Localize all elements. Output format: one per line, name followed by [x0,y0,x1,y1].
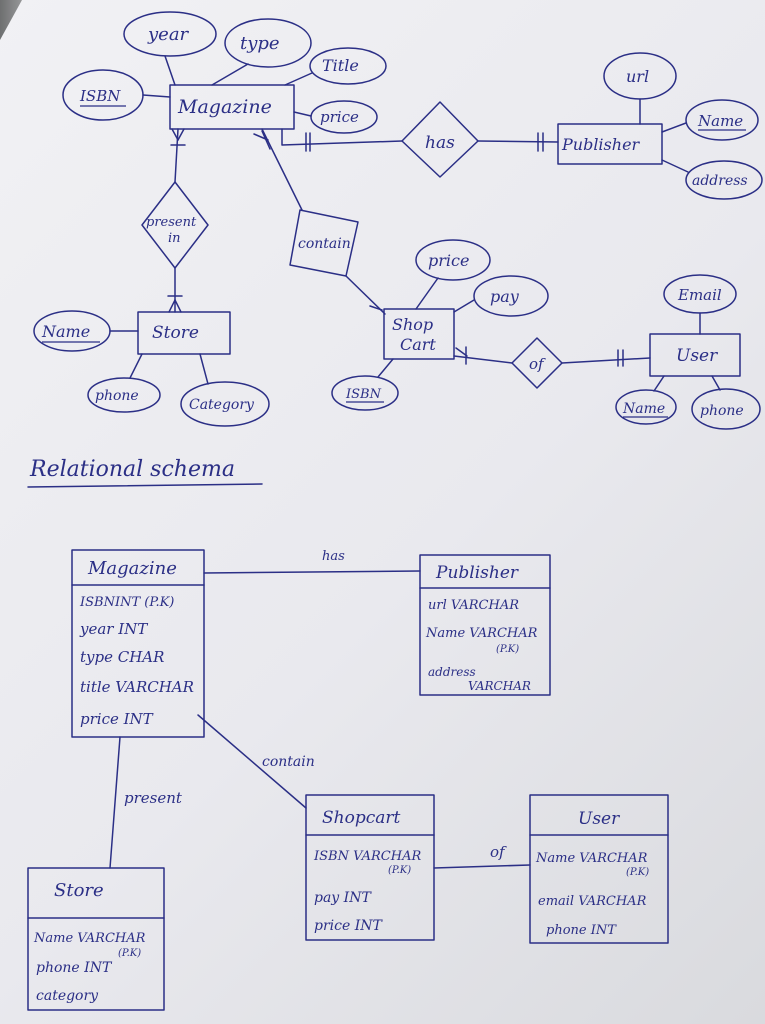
table-row: (P.K) [388,865,411,876]
entity-user-label: User [676,346,718,366]
table-row: phone INT [546,923,617,938]
attribute-pay: pay [453,275,549,317]
attribute-price-label: price [320,108,359,126]
schema-link-has-label: has [322,549,345,564]
entity-publisher: Publisher [557,123,663,165]
attribute-address-label: address [692,173,748,189]
schema-heading-text: Relational schema [29,457,235,482]
entity-shop-cart-label-1: Shop [392,315,433,334]
attribute-title: Title [284,47,387,86]
attribute-user-name-label: Name [622,401,665,417]
relationship-present-in-label-1: present [146,215,197,230]
attribute-year-label: year [147,24,190,45]
table-user-title: User [578,809,620,829]
table-magazine: Magazine ISBNINT (P.K) year INT type CHA… [71,549,205,738]
attribute-category: Category [180,353,270,427]
relationship-has-label: has [425,133,455,153]
entity-magazine: Magazine [169,84,295,130]
table-row: url VARCHAR [428,598,519,613]
attribute-cart-isbn: ISBN [331,358,399,411]
table-row: Name VARCHAR [535,851,648,866]
attribute-publisher-name-label: Name [697,112,743,130]
attribute-type-label: type [240,33,280,54]
table-row: Name VARCHAR [33,931,146,946]
table-row: VARCHAR [468,679,531,693]
schema-link-present-label: present [124,789,183,807]
attribute-cart-price-label: price [428,251,469,270]
table-magazine-title: Magazine [87,558,177,579]
attribute-cart-price: price [415,239,491,310]
table-publisher-title: Publisher [435,563,519,583]
attribute-isbn-label: ISBN [79,87,121,105]
attribute-title-label: Title [322,56,359,75]
attribute-pay-label: pay [490,287,520,306]
attribute-address: address [661,159,763,200]
table-row: (P.K) [496,644,519,655]
table-row: price INT [314,918,383,934]
table-row: address [428,665,476,679]
schema-link-contain: contain [197,714,315,809]
attribute-publisher-name: Name [661,99,759,141]
schema-link-of: of [433,843,531,869]
entity-magazine-label: Magazine [177,96,272,118]
relationship-of-label: of [529,355,546,373]
relationship-present-in: present in [141,128,209,313]
table-shopcart: Shopcart ISBN VARCHAR (P.K) pay INT pric… [305,794,435,941]
table-row: price INT [80,710,154,728]
table-row: ISBNINT (P.K) [79,595,174,610]
entity-shop-cart: Shop Cart [383,308,455,360]
entity-user: User [649,333,741,377]
relationship-of: of [453,337,651,389]
table-shopcart-title: Shopcart [322,808,400,828]
attribute-cart-isbn-label: ISBN [345,387,382,402]
attribute-phone-label: phone [95,388,139,404]
table-row: email VARCHAR [538,894,647,909]
table-row: type CHAR [80,648,164,666]
attribute-url-label: url [626,67,649,86]
table-row: year INT [79,620,148,638]
attribute-store-name: Name [33,310,139,352]
schema-heading: Relational schema [27,457,263,488]
relationship-contain: contain [253,128,386,315]
table-row: title VARCHAR [80,678,194,696]
schema-link-present: present [109,736,183,869]
schema-link-of-label: of [490,843,507,861]
entity-store-label: Store [152,323,199,343]
attribute-category-label: Category [189,397,255,413]
attribute-user-phone: phone [691,375,761,430]
entity-store: Store [137,311,231,355]
relationship-has: has [281,101,559,178]
table-user: User Name VARCHAR (P.K) email VARCHAR ph… [529,794,669,944]
attribute-email: Email [663,274,737,335]
table-row: phone INT [36,960,113,976]
schema-link-has: has [203,549,421,574]
table-store: Store Name VARCHAR (P.K) phone INT categ… [27,867,165,1011]
attribute-email-label: Email [677,286,722,304]
table-store-title: Store [54,880,104,901]
entity-shop-cart-label-2: Cart [400,335,436,354]
entity-publisher-label: Publisher [561,135,641,154]
attribute-year: year [123,11,217,86]
attribute-isbn: ISBN [62,69,171,121]
attribute-price: price [293,100,378,134]
attribute-user-name: Name [615,375,677,425]
attribute-store-name-label: Name [41,322,90,341]
schema-link-contain-label: contain [262,754,315,770]
relationship-contain-label: contain [298,236,351,252]
attribute-phone: phone [87,353,161,413]
table-row: (P.K) [626,867,649,878]
table-row: ISBN VARCHAR [313,849,421,864]
relationship-present-in-label-2: in [168,231,181,246]
attribute-type: type [211,18,312,86]
table-publisher: Publisher url VARCHAR Name VARCHAR (P.K)… [419,554,551,696]
attribute-user-phone-label: phone [700,403,744,419]
table-row: category [36,988,99,1004]
attribute-url: url [603,52,677,125]
table-row: Name VARCHAR [425,626,538,641]
table-row: (P.K) [118,948,141,959]
table-row: pay INT [314,890,372,906]
